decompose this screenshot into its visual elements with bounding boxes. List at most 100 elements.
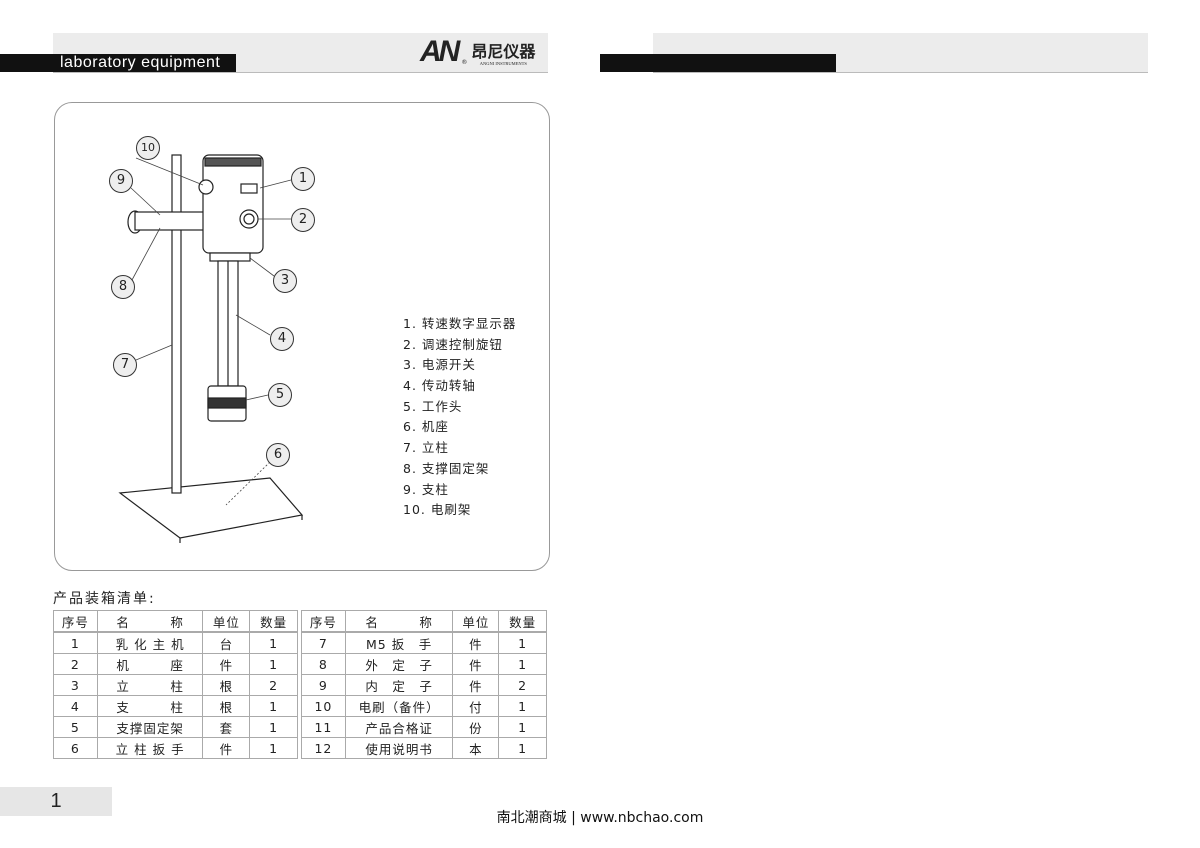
- emulsifier-diagram: [118, 154, 304, 543]
- table-cell: 8: [301, 653, 346, 675]
- table-cell: 支 柱: [96, 695, 204, 717]
- table-cell: 1: [498, 716, 547, 738]
- table-cell: 3: [53, 674, 98, 696]
- table-cell: 10: [301, 695, 346, 717]
- table-cell: 立 柱 扳 手: [96, 737, 204, 759]
- table-cell: 1: [498, 695, 547, 717]
- table-cell: 7: [301, 631, 346, 654]
- table-cell: 份: [452, 716, 500, 738]
- column-header: 序号: [53, 610, 98, 633]
- table-cell: 1: [498, 737, 547, 759]
- callout-2: 2: [291, 208, 315, 232]
- table-cell: 12: [301, 737, 346, 759]
- table-cell: 2: [53, 653, 98, 675]
- callout-10: 10: [136, 136, 160, 160]
- table-cell: 立 柱: [96, 674, 204, 696]
- table-cell: 台: [202, 631, 251, 654]
- callout-3: 3: [273, 269, 297, 293]
- table-cell: 1: [53, 631, 98, 654]
- legend-item: 10. 电刷架: [403, 502, 472, 518]
- table-cell: 9: [301, 674, 346, 696]
- legend-item: 2. 调速控制旋钮: [403, 336, 503, 352]
- table-cell: 2: [498, 674, 547, 696]
- legend-item: 8. 支撑固定架: [403, 460, 490, 476]
- column-header: 数量: [249, 610, 298, 633]
- table-cell: 1: [249, 653, 298, 675]
- table-cell: 件: [452, 631, 500, 654]
- table-cell: 1: [249, 737, 298, 759]
- page-number: 1: [0, 787, 112, 816]
- table-cell: 1: [498, 631, 547, 654]
- table-cell: 2: [249, 674, 298, 696]
- callout-1: 1: [291, 167, 315, 191]
- table-cell: 件: [452, 653, 500, 675]
- legend-item: 4. 传动转轴: [403, 378, 476, 394]
- callout-9: 9: [109, 169, 133, 193]
- table-cell: 套: [202, 716, 251, 738]
- footer-watermark: 南北潮商城 | www.nbchao.com: [496, 810, 704, 826]
- table-header-row: 序号名 称单位数量: [53, 610, 298, 633]
- table-cell: 6: [53, 737, 98, 759]
- parts-legend: 1. 转速数字显示器 2. 调速控制旋钮 3. 电源开关 4. 传动转轴 5. …: [403, 313, 516, 520]
- table-cell: 产品合格证: [344, 716, 454, 738]
- table-cell: 机 座: [96, 653, 204, 675]
- table-cell: 11: [301, 716, 346, 738]
- callout-6: 6: [266, 443, 290, 467]
- table-cell: 内 定 子: [344, 674, 454, 696]
- table-cell: 件: [202, 737, 251, 759]
- table-cell: 1: [249, 695, 298, 717]
- column-header: 名 称: [344, 610, 454, 633]
- callout-4: 4: [270, 327, 294, 351]
- callout-8: 8: [111, 275, 135, 299]
- table-cell: 本: [452, 737, 500, 759]
- column-header: 名 称: [96, 610, 204, 633]
- column-header: 单位: [452, 610, 500, 633]
- table-cell: 使用说明书: [344, 737, 454, 759]
- diagram-panel: [54, 102, 550, 571]
- legend-item: 6. 机座: [403, 419, 449, 435]
- callout-5: 5: [268, 383, 292, 407]
- packing-list-title: 产品装箱清单:: [53, 591, 156, 607]
- column-header: 序号: [301, 610, 346, 633]
- table-cell: 1: [498, 653, 547, 675]
- table-cell: 件: [452, 674, 500, 696]
- table-cell: 支撑固定架: [96, 716, 204, 738]
- header-title-bar: laboratory equipment: [0, 54, 236, 72]
- table-cell: 根: [202, 695, 251, 717]
- table-cell: 电刷（备件）: [344, 695, 454, 717]
- table-cell: 根: [202, 674, 251, 696]
- legend-item: 1. 转速数字显示器: [403, 316, 517, 331]
- brand-logo: AN ® 昂尼仪器 ANGNI INSTRUMENTS: [420, 35, 536, 68]
- table-cell: 件: [202, 653, 251, 675]
- legend-item: 9. 支柱: [403, 481, 449, 497]
- table-cell: M5 扳 手: [344, 631, 454, 654]
- table-cell: 1: [249, 631, 298, 654]
- table-cell: 付: [452, 695, 500, 717]
- header-bar-right: [600, 54, 836, 72]
- table-cell: 1: [249, 716, 298, 738]
- table-header-row: 序号名 称单位数量: [301, 610, 547, 633]
- table-cell: 外 定 子: [344, 653, 454, 675]
- table-cell: 5: [53, 716, 98, 738]
- table-cell: 乳 化 主 机: [96, 631, 204, 654]
- table-cell: 4: [53, 695, 98, 717]
- legend-item: 7. 立柱: [403, 440, 449, 456]
- callout-7: 7: [113, 353, 137, 377]
- column-header: 单位: [202, 610, 251, 633]
- legend-item: 3. 电源开关: [403, 357, 476, 373]
- column-header: 数量: [498, 610, 547, 633]
